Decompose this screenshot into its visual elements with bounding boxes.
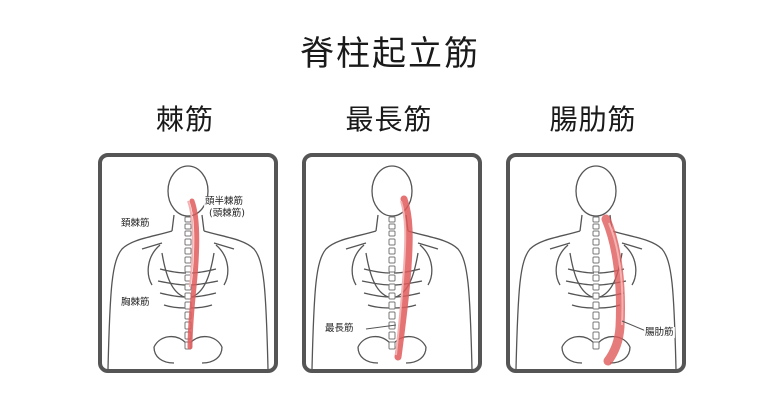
spinalis-illustration: [107, 165, 269, 369]
longissimus-illustration: [311, 165, 473, 369]
label-longissimus: 最長筋: [324, 323, 355, 334]
panel-spinalis: 頭半棘筋 (頭棘筋) 頚棘筋 胸棘筋: [98, 153, 278, 373]
label-spinalis-capitis: (頭棘筋): [208, 208, 246, 219]
page-title: 脊柱起立筋: [300, 34, 480, 74]
panel-title-iliocostalis: 腸肋筋: [549, 103, 637, 136]
panel-title-spinalis: 棘筋: [155, 103, 214, 136]
label-spinalis-cervicis: 頚棘筋: [120, 218, 151, 229]
panel-longissimus: 最長筋: [302, 153, 482, 373]
panel-title-longissimus: 最長筋: [345, 103, 433, 136]
label-spinalis-thoracis: 胸棘筋: [120, 297, 151, 308]
iliocostalis-illustration: [515, 165, 677, 369]
label-iliocostalis: 腸肋筋: [644, 327, 675, 338]
panel-iliocostalis: 腸肋筋: [506, 153, 686, 373]
label-semispinalis-capitis: 頭半棘筋: [204, 196, 245, 207]
